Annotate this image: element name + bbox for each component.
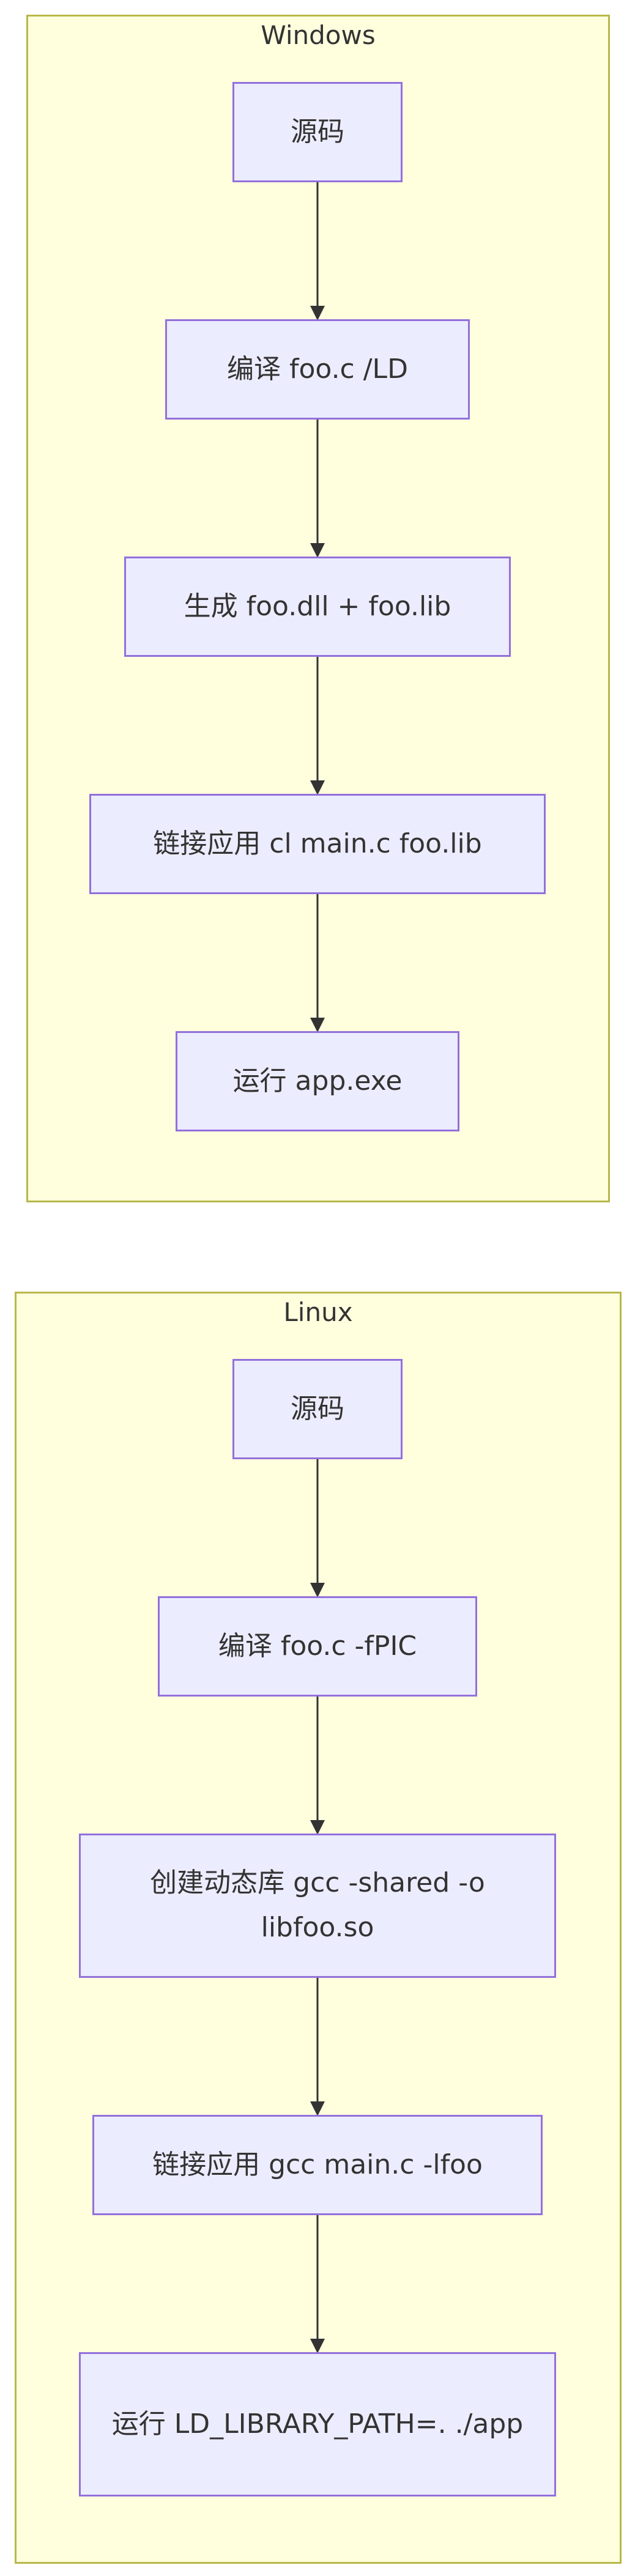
- node-link-linux[interactable]: 链接应用 gcc main.c -lfoo: [92, 2115, 543, 2215]
- node-source-linux[interactable]: 源码: [232, 1359, 403, 1459]
- arrow-head: [310, 780, 325, 795]
- cluster-title: Windows: [261, 20, 376, 50]
- arrow-head: [310, 543, 325, 558]
- arrow-head: [310, 1820, 325, 1835]
- node-compile-windows[interactable]: 编译 foo.c /LD: [165, 319, 470, 420]
- node-create-shared-lib[interactable]: 创建动态库 gcc -shared -o libfoo.so: [79, 1834, 556, 1978]
- arrow-head: [310, 306, 325, 320]
- node-generate-dll[interactable]: 生成 foo.dll + foo.lib: [124, 557, 511, 657]
- node-compile-linux[interactable]: 编译 foo.c -fPIC: [158, 1596, 477, 1697]
- node-run-windows[interactable]: 运行 app.exe: [176, 1031, 459, 1131]
- node-link-windows[interactable]: 链接应用 cl main.c foo.lib: [89, 794, 546, 894]
- node-run-linux[interactable]: 运行 LD_LIBRARY_PATH=. ./app: [79, 2352, 556, 2496]
- arrow-head: [310, 2339, 325, 2353]
- cluster-title: Linux: [283, 1297, 353, 1327]
- arrow-head: [310, 2101, 325, 2116]
- arrow-head: [310, 1018, 325, 1032]
- arrow-head: [310, 1583, 325, 1597]
- node-source-windows[interactable]: 源码: [232, 82, 403, 182]
